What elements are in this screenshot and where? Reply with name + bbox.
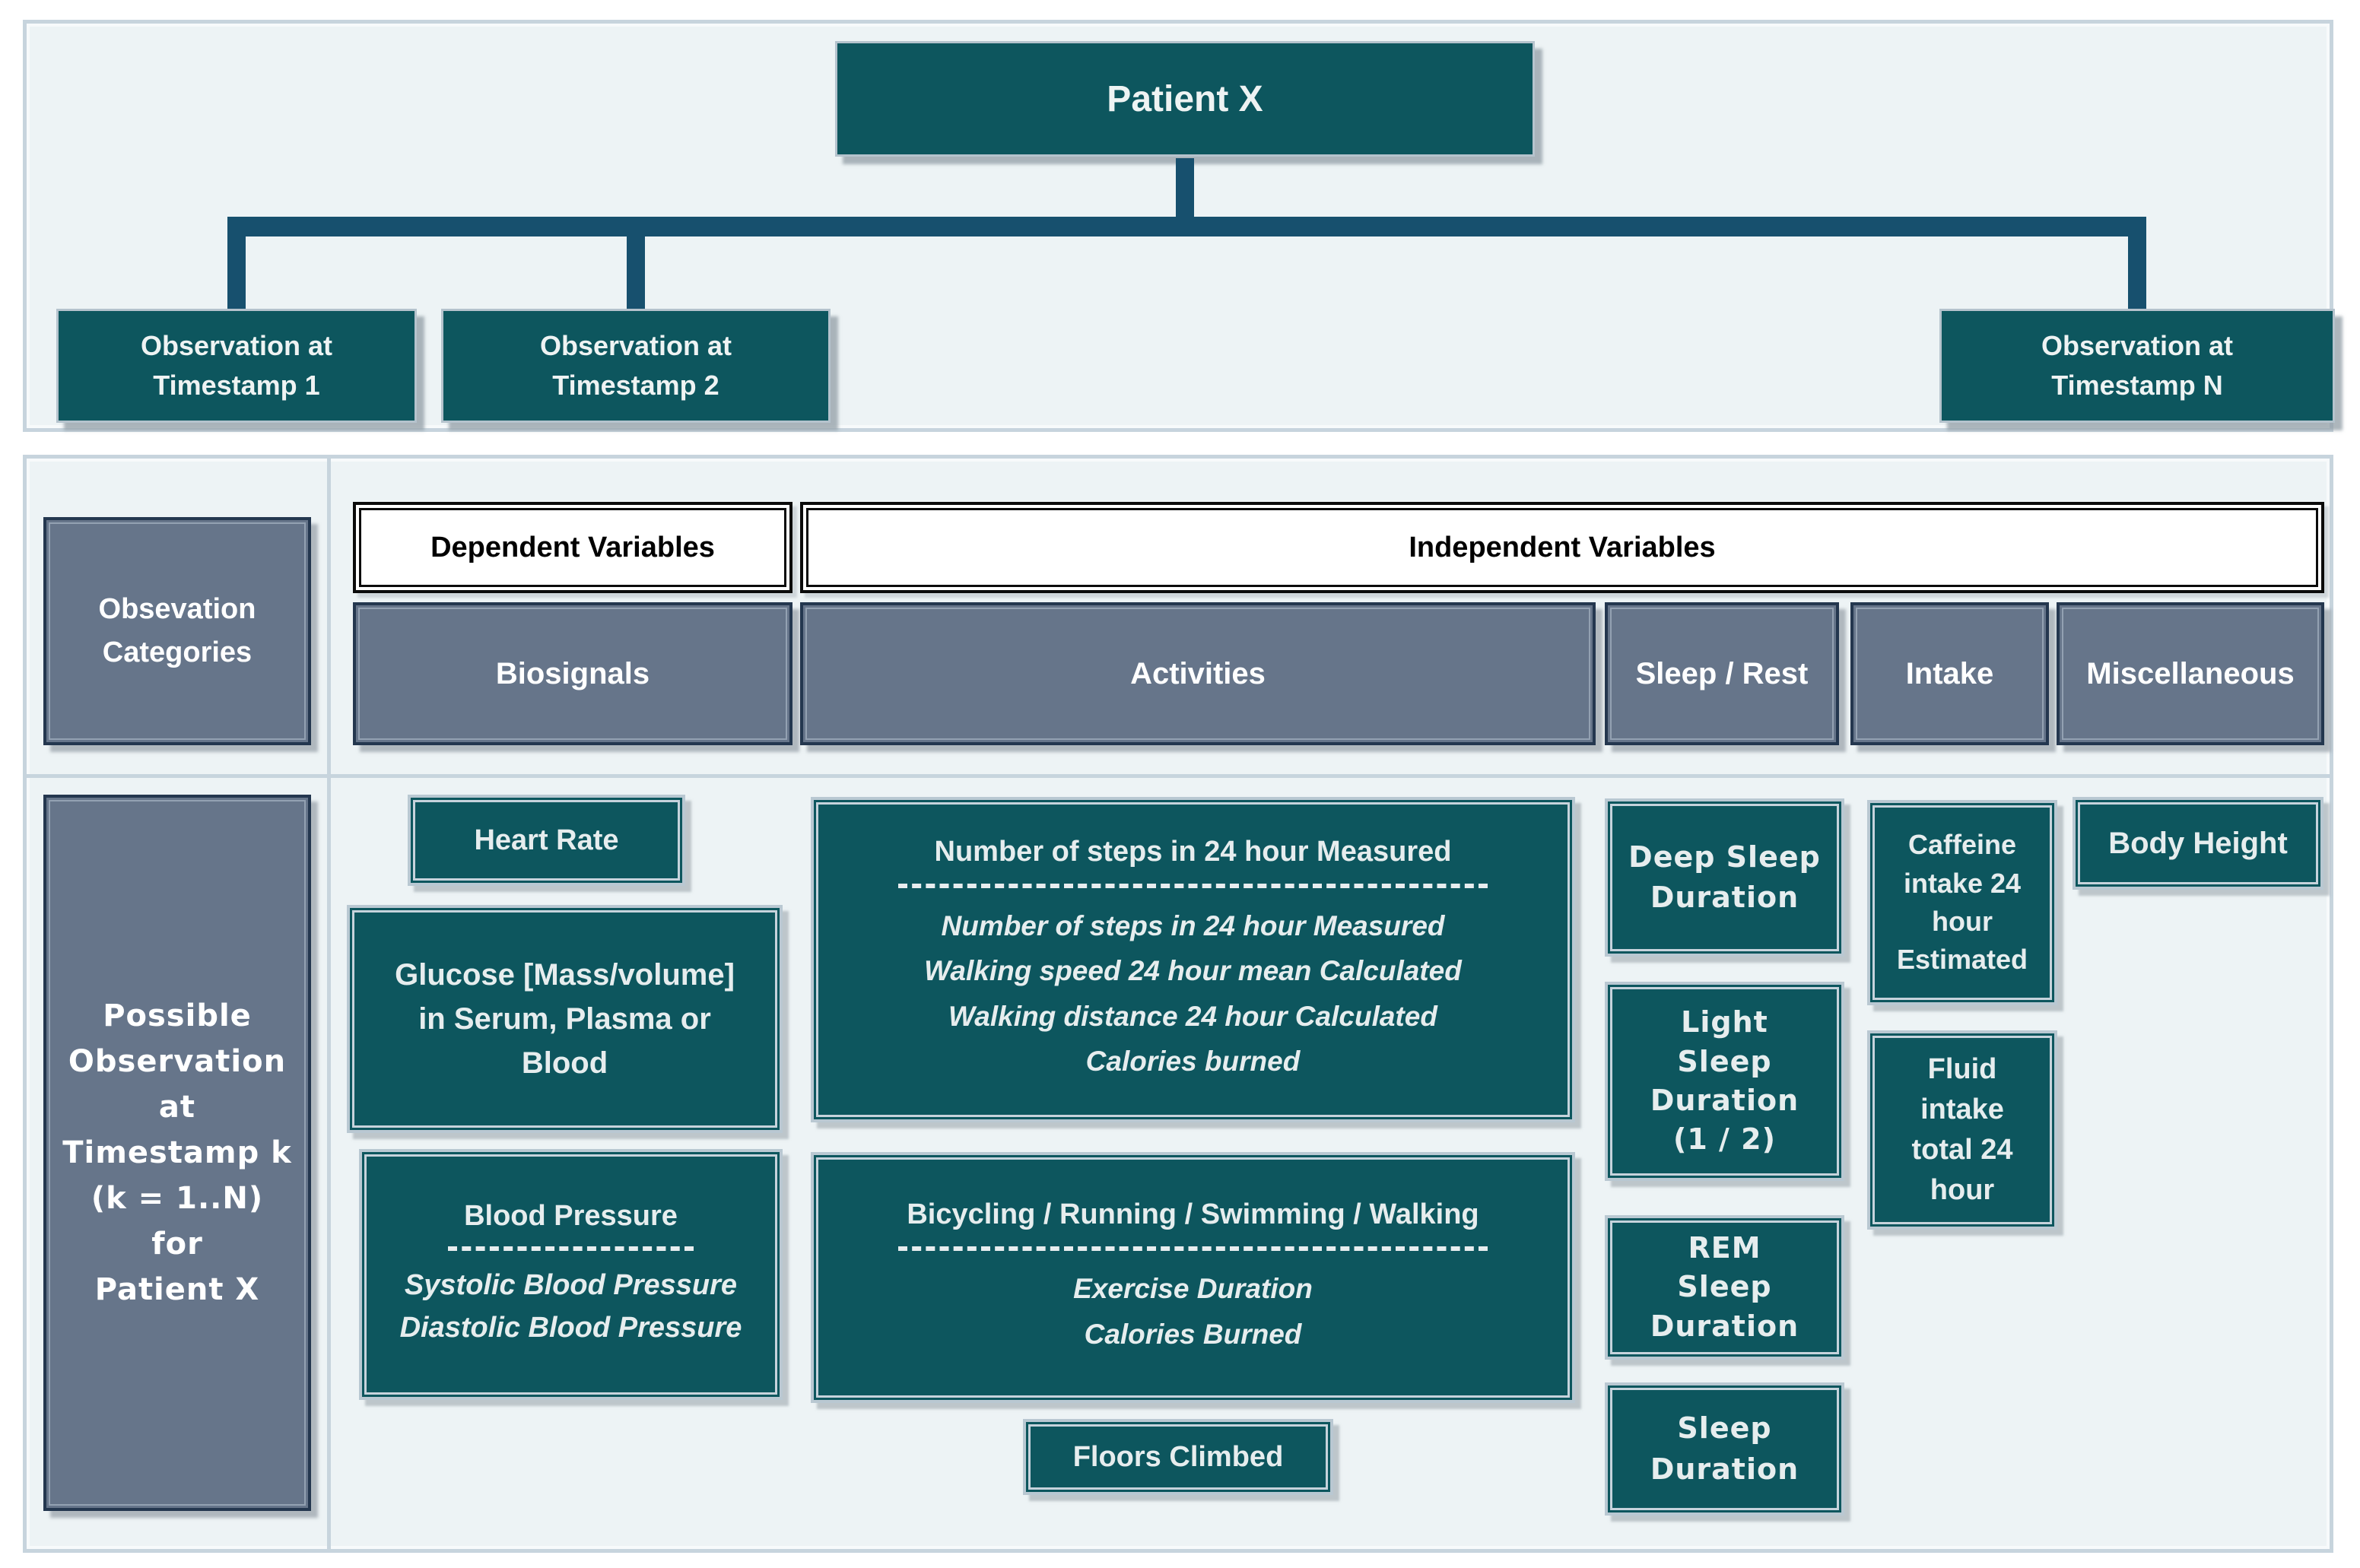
- connector-drop-timestamp-1: [227, 236, 246, 309]
- box-title: Number of steps in 24 hour Measured: [934, 836, 1452, 868]
- observation-node-n: Observation at Timestamp N: [1939, 309, 2335, 423]
- box-title: Bicycling / Running / Swimming / Walking: [907, 1198, 1479, 1231]
- box-details-line: Walking distance 24 hour Calculated: [948, 1000, 1437, 1032]
- connector-stem: [1176, 158, 1194, 218]
- box-details: Number of steps in 24 hour Measured Walk…: [924, 903, 1462, 1084]
- observation-categories-label: Obsevation Categories: [43, 517, 311, 745]
- heart-rate-box: Heart Rate: [408, 795, 685, 886]
- category-miscellaneous: Miscellaneous: [2057, 602, 2324, 745]
- category-biosignals: Biosignals: [353, 602, 792, 745]
- category-activities-text: Activities: [1130, 656, 1266, 690]
- box-details-line: Diastolic Blood Pressure: [399, 1311, 742, 1344]
- dependent-variables-text: Dependent Variables: [430, 531, 715, 563]
- blood-pressure-box: Blood Pressure Systolic Blood Pressure D…: [359, 1149, 783, 1400]
- row-divider-line: [27, 774, 2330, 778]
- box-title: Heart Rate: [474, 824, 619, 856]
- observation-categories-text: Obsevation Categories: [98, 593, 256, 668]
- box-details-line: Walking speed 24 hour mean Calculated: [924, 955, 1462, 987]
- box-title: Fluid intake total 24 hour: [1911, 1052, 2013, 1207]
- caffeine-box: Caffeine intake 24 hour Estimated: [1867, 800, 2057, 1005]
- box-title: Floors Climbed: [1072, 1440, 1284, 1473]
- patient-node: Patient X: [835, 41, 1535, 157]
- category-intake: Intake: [1850, 602, 2049, 745]
- box-title: Glucose [Mass/volume] in Serum, Plasma o…: [395, 958, 735, 1080]
- glucose-box: Glucose [Mass/volume] in Serum, Plasma o…: [347, 905, 783, 1133]
- box-title: Sleep Duration: [1650, 1411, 1799, 1486]
- connector-drop-timestamp-n: [2128, 236, 2146, 309]
- box-title: Body Height: [2108, 826, 2288, 860]
- connector-horizontal-bar: [227, 217, 2146, 236]
- box-details: Exercise Duration Calories Burned: [1073, 1266, 1313, 1356]
- observation-node-1-label: Observation at Timestamp 1: [140, 329, 333, 401]
- observation-node-2: Observation at Timestamp 2: [441, 309, 831, 423]
- body-height-box: Body Height: [2073, 797, 2323, 890]
- category-miscellaneous-text: Miscellaneous: [2086, 656, 2295, 690]
- connector-drop-timestamp-2: [627, 236, 645, 309]
- steps-box: Number of steps in 24 hour Measured Numb…: [811, 797, 1575, 1122]
- independent-variables-text: Independent Variables: [1409, 531, 1716, 563]
- exercise-box: Bicycling / Running / Swimming / Walking…: [811, 1152, 1575, 1403]
- fluid-box: Fluid intake total 24 hour: [1867, 1030, 2057, 1230]
- box-details-line: Number of steps in 24 hour Measured: [941, 910, 1445, 942]
- box-details: Systolic Blood Pressure Diastolic Blood …: [400, 1265, 742, 1348]
- floors-climbed-box: Floors Climbed: [1023, 1419, 1333, 1495]
- possible-observation-label: Possible Observation at Timestamp k (k =…: [43, 795, 311, 1511]
- category-intake-text: Intake: [1905, 656, 1994, 690]
- category-sleep-rest-text: Sleep / Rest: [1635, 656, 1809, 690]
- dependent-variables-header: Dependent Variables: [353, 502, 792, 593]
- box-title: Deep Sleep Duration: [1628, 840, 1821, 914]
- box-details-line: Exercise Duration: [1073, 1273, 1313, 1305]
- category-sleep-rest: Sleep / Rest: [1605, 602, 1839, 745]
- observation-node-2-label: Observation at Timestamp 2: [539, 329, 732, 401]
- box-details-line: Calories Burned: [1084, 1318, 1302, 1350]
- category-biosignals-text: Biosignals: [495, 656, 650, 690]
- box-details-line: Calories burned: [1085, 1045, 1301, 1077]
- box-title: Blood Pressure: [464, 1200, 678, 1233]
- independent-variables-header: Independent Variables: [800, 502, 2324, 593]
- observation-node-1: Observation at Timestamp 1: [56, 309, 417, 423]
- category-activities: Activities: [800, 602, 1596, 745]
- dashed-divider: [897, 1246, 1488, 1252]
- light-sleep-box: Light Sleep Duration (1 / 2): [1605, 982, 1844, 1181]
- patient-node-label: Patient X: [1107, 78, 1263, 119]
- dashed-divider: [897, 884, 1488, 889]
- box-details-line: Systolic Blood Pressure: [404, 1269, 738, 1302]
- box-title: Caffeine intake 24 hour Estimated: [1896, 829, 2028, 976]
- box-title: REM Sleep Duration: [1650, 1231, 1799, 1343]
- deep-sleep-box: Deep Sleep Duration: [1605, 798, 1844, 957]
- sleep-duration-box: Sleep Duration: [1605, 1382, 1844, 1516]
- rem-sleep-box: REM Sleep Duration: [1605, 1215, 1844, 1360]
- dashed-divider: [447, 1246, 694, 1252]
- column-divider-line: [327, 459, 331, 1549]
- observation-node-n-label: Observation at Timestamp N: [2041, 329, 2234, 401]
- possible-observation-text: Possible Observation at Timestamp k (k =…: [62, 998, 292, 1307]
- box-title: Light Sleep Duration (1 / 2): [1650, 1005, 1799, 1157]
